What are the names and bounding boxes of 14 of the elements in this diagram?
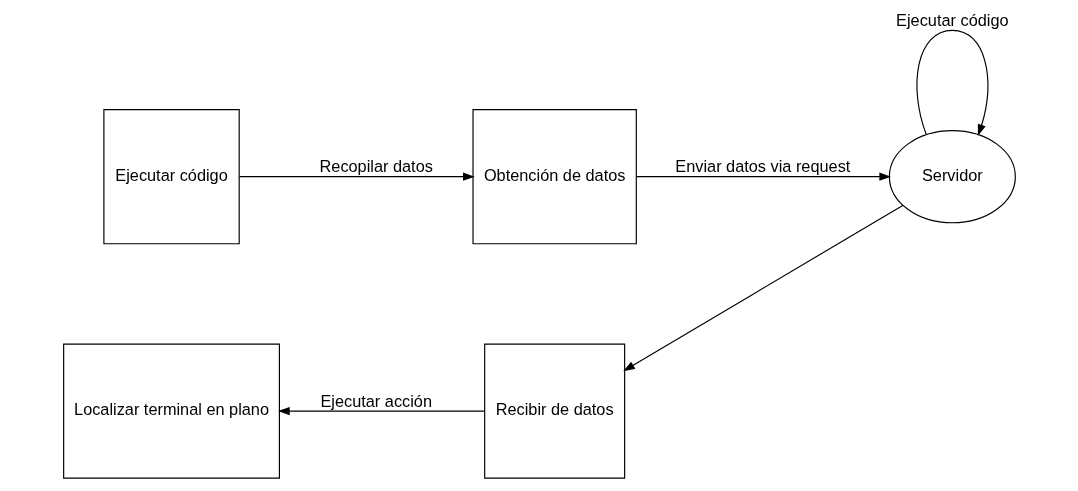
node-box: Obtención de datos <box>471 109 637 245</box>
arrow <box>622 204 903 372</box>
arrow <box>277 407 485 416</box>
node-box: Ejecutar código <box>102 109 240 245</box>
arrow <box>238 172 475 181</box>
arrow <box>635 172 891 181</box>
edge-label: Ejecutar acción <box>319 391 432 410</box>
node-box: Recibir de datos <box>483 343 625 479</box>
node-box: Localizar terminal en plano <box>62 343 280 479</box>
arrow <box>915 29 988 137</box>
node-ellipse: Servidor <box>888 130 1016 224</box>
edge-label: Ejecutar código <box>895 10 1009 29</box>
edge-label: Enviar datos via request <box>674 157 850 176</box>
edge-label: Recopilar datos <box>319 157 433 176</box>
